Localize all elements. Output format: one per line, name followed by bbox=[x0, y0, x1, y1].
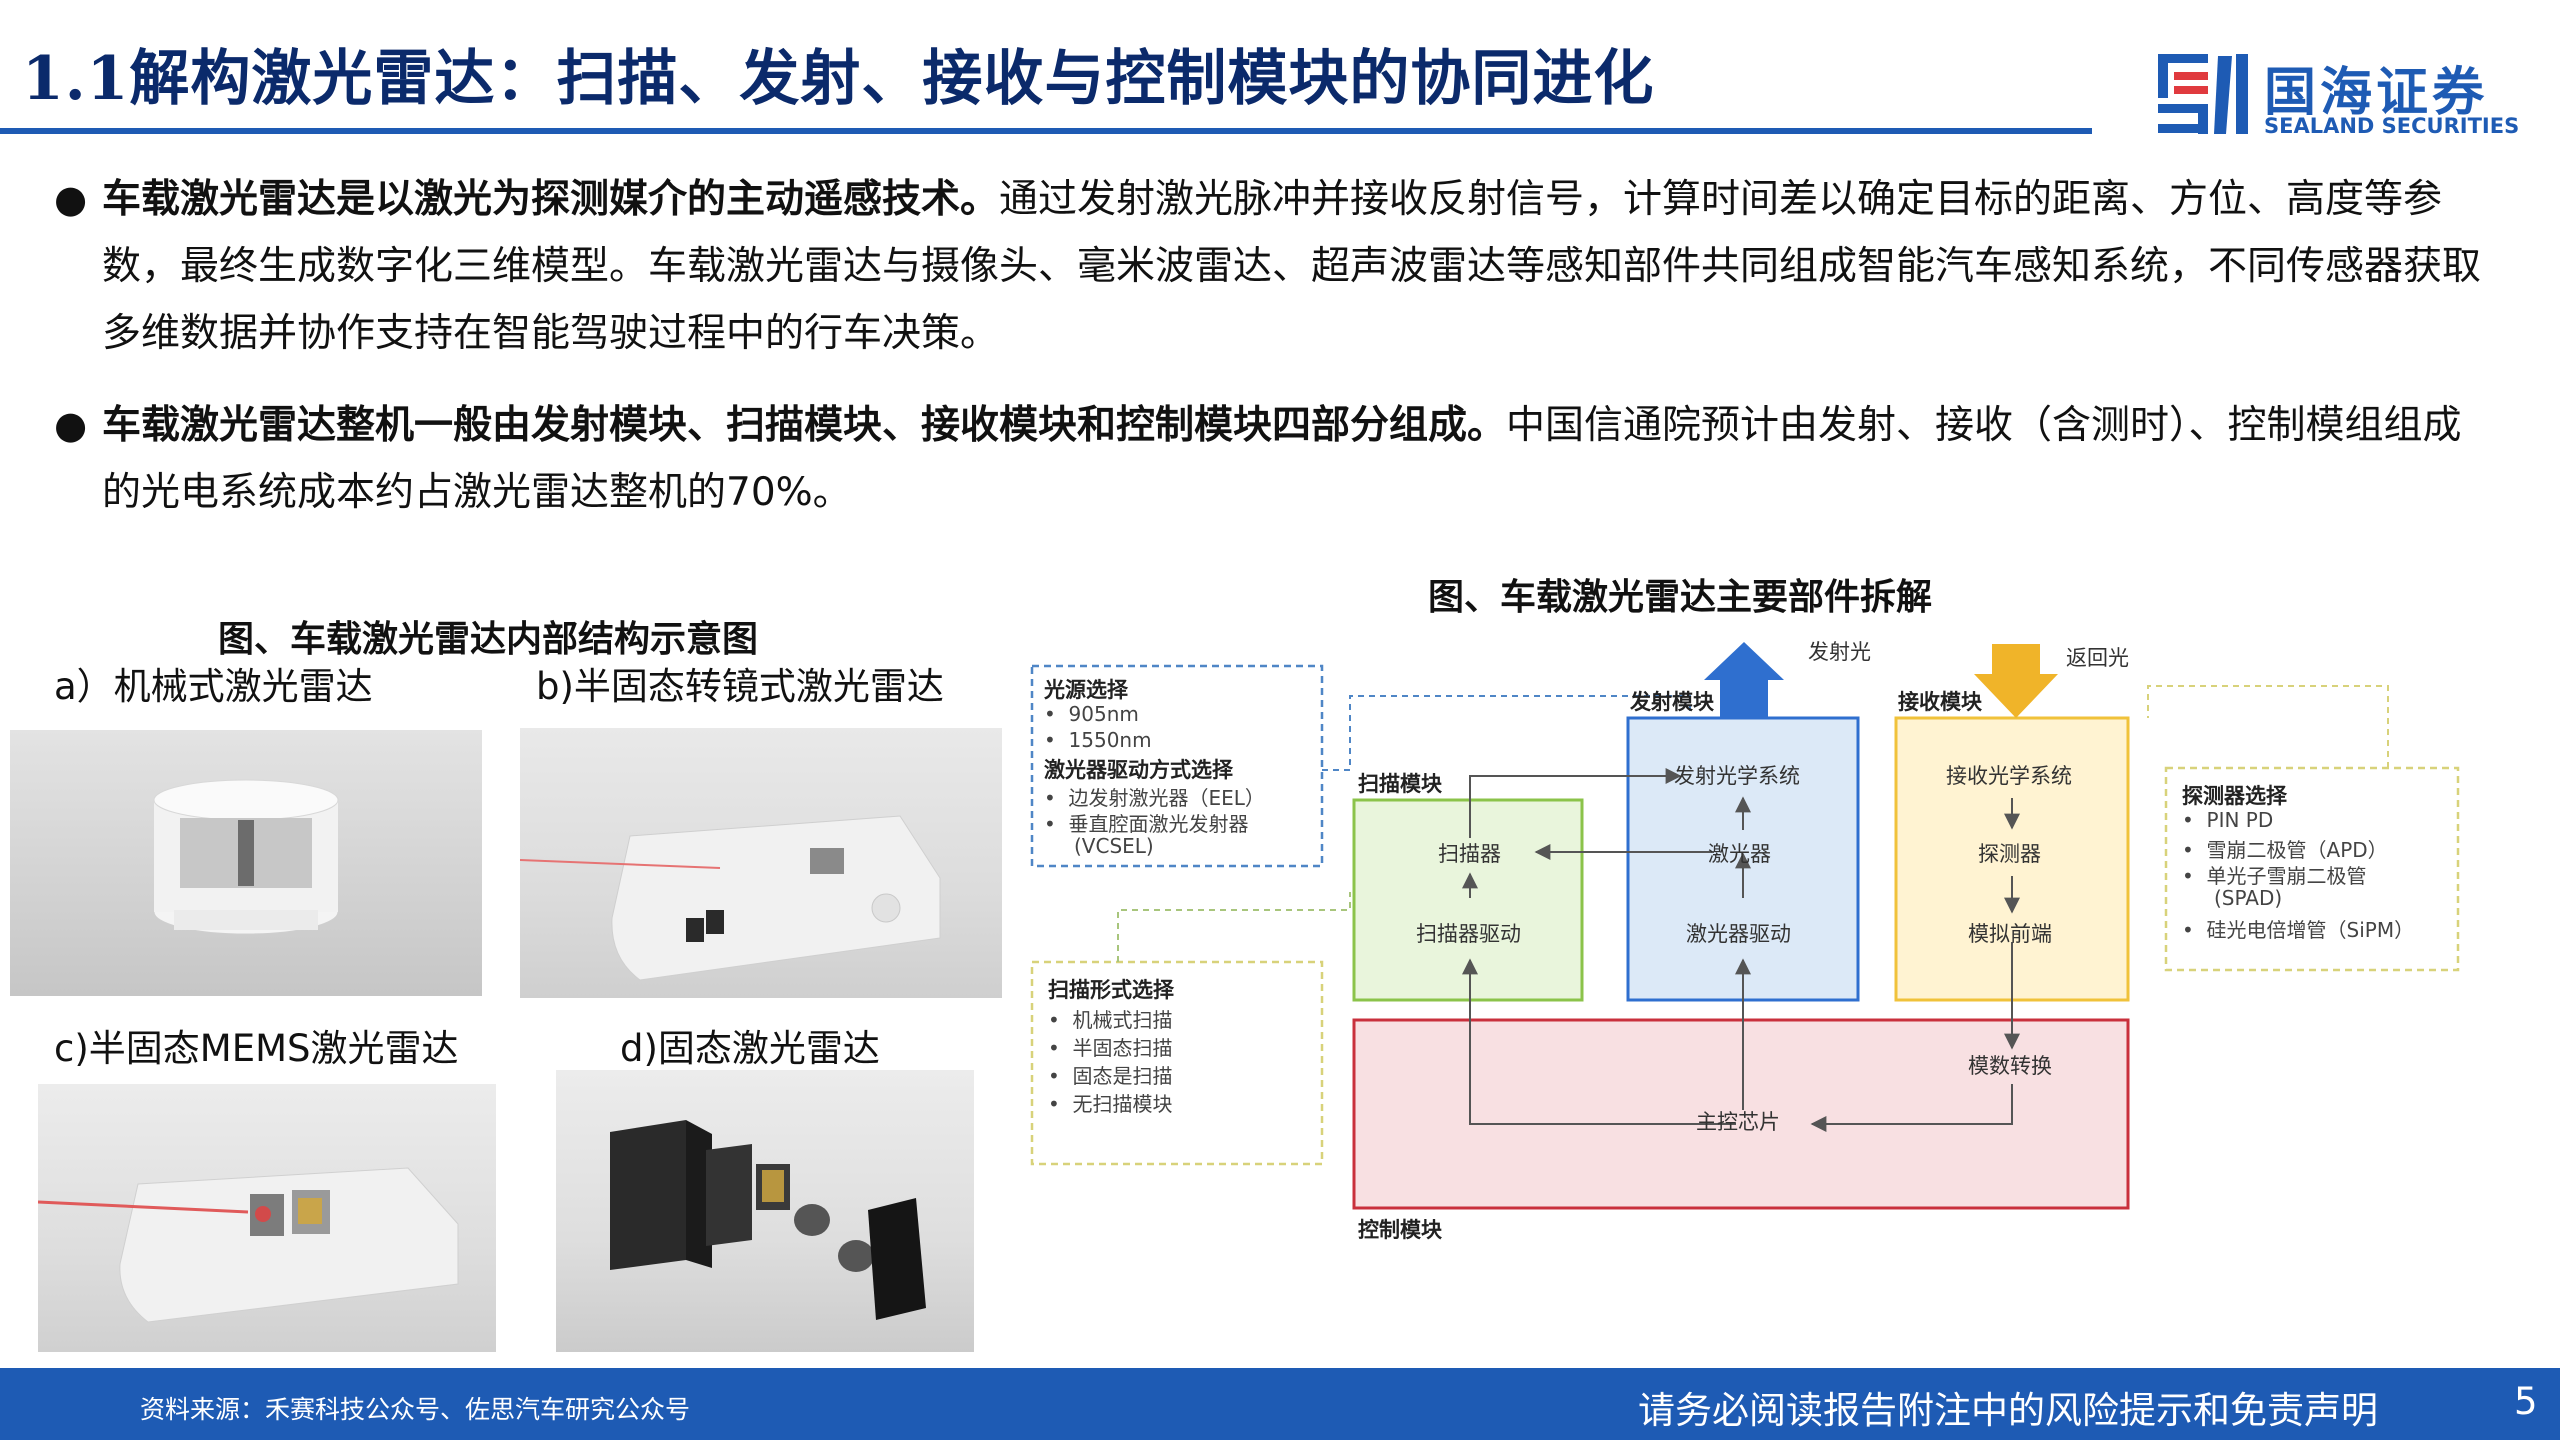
receive-module-label: 接收模块 bbox=[1898, 690, 1982, 714]
bullet-2-body: 中国信通院预计由发射、接收（含测时）、控制模组组成的光电系统成本约占激光雷达整机… bbox=[102, 403, 2462, 515]
caption-solid-state-lidar: d)固态激光雷达 bbox=[620, 1027, 880, 1070]
laser-drive-title: 激光器驱动方式选择 bbox=[1044, 758, 1233, 782]
laser-drive-item: • 边发射激光器（EEL） bbox=[1044, 786, 1265, 810]
laser-drive-item: • 垂直腔面激光发射器 bbox=[1044, 812, 1249, 836]
detector-choice-item: • 硅光电倍增管（SiPM） bbox=[2182, 918, 2415, 942]
node-main-chip: 主控芯片 bbox=[1696, 1110, 1780, 1134]
return-light-label: 返回光 bbox=[2066, 646, 2129, 670]
detector-choice-item: • 雪崩二极管（APD） bbox=[2182, 838, 2388, 862]
rotating-mirror-lidar-image bbox=[520, 728, 1002, 998]
logo-english-name: SEALAND SECURITIES bbox=[2264, 114, 2520, 138]
bullet-1-lead: 车载激光雷达是以激光为探测媒介的主动遥感技术。 bbox=[102, 177, 1000, 222]
bullet-2: ● 车载激光雷达整机一般由发射模块、扫描模块、接收模块和控制模块四部分组成。中国… bbox=[54, 392, 2494, 526]
right-figure-title: 图、车载激光雷达主要部件拆解 bbox=[1428, 577, 1933, 618]
source-note: 资料来源：禾赛科技公众号、佐思汽车研究公众号 bbox=[140, 1395, 691, 1424]
node-laser-driver: 激光器驱动 bbox=[1686, 922, 1791, 946]
bullet-2-lead: 车载激光雷达整机一般由发射模块、扫描模块、接收模块和控制模块四部分组成。 bbox=[102, 403, 1507, 448]
footer-bar: 资料来源：禾赛科技公众号、佐思汽车研究公众号 请务必阅读报告附注中的风险提示和免… bbox=[0, 1368, 2560, 1440]
caption-rotating-mirror-lidar: b)半固态转镜式激光雷达 bbox=[536, 665, 944, 708]
scan-form-item: • 固态是扫描 bbox=[1048, 1064, 1173, 1088]
node-detector: 探测器 bbox=[1978, 842, 2041, 866]
light-source-title: 光源选择 bbox=[1044, 678, 1128, 702]
logo-chinese-name: 国海证券 bbox=[2264, 63, 2489, 123]
scan-form-title: 扫描形式选择 bbox=[1048, 978, 1174, 1002]
emit-light-label: 发射光 bbox=[1808, 640, 1871, 664]
title-text: 解构激光雷达：扫描、发射、接收与控制模块的协同进化 bbox=[129, 44, 1655, 114]
scan-form-item: • 无扫描模块 bbox=[1048, 1092, 1173, 1116]
page-title: 1.1解构激光雷达：扫描、发射、接收与控制模块的协同进化 bbox=[22, 30, 1654, 117]
scan-form-item: • 半固态扫描 bbox=[1048, 1036, 1173, 1060]
title-underline bbox=[0, 128, 2092, 134]
node-scanner-driver: 扫描器驱动 bbox=[1416, 922, 1521, 946]
mechanical-lidar-image bbox=[10, 730, 482, 996]
detector-choice-item: • 单光子雪崩二极管 bbox=[2182, 864, 2367, 888]
left-figure-title: 图、车载激光雷达内部结构示意图 bbox=[218, 619, 759, 660]
light-source-item: • 905nm bbox=[1044, 702, 1139, 726]
emit-module-label: 发射模块 bbox=[1630, 690, 1714, 714]
detector-choice-title: 探测器选择 bbox=[2182, 784, 2287, 808]
control-module-label: 控制模块 bbox=[1358, 1218, 1442, 1242]
node-laser: 激光器 bbox=[1708, 842, 1771, 866]
bullet-dot-icon: ● bbox=[54, 403, 88, 447]
node-analog-frontend: 模拟前端 bbox=[1968, 922, 2052, 946]
detector-choice-item-cont: (SPAD) bbox=[2214, 886, 2283, 910]
node-adc: 模数转换 bbox=[1968, 1054, 2052, 1078]
scan-form-item: • 机械式扫描 bbox=[1048, 1008, 1173, 1032]
brand-logo: 国海证券 SEALAND SECURITIES bbox=[2152, 44, 2519, 144]
lidar-component-diagram: 光源选择 • 905nm • 1550nm 激光器驱动方式选择 • 边发射激光器… bbox=[1024, 630, 2464, 1250]
page-number: 5 bbox=[2514, 1380, 2538, 1423]
detector-choice-item: • PIN PD bbox=[2182, 808, 2274, 832]
laser-drive-item-cont: (VCSEL) bbox=[1074, 834, 1154, 858]
caption-mems-lidar: c)半固态MEMS激光雷达 bbox=[54, 1027, 459, 1070]
bullet-dot-icon: ● bbox=[54, 177, 88, 221]
mems-lidar-image bbox=[38, 1084, 496, 1352]
node-emit-optics: 发射光学系统 bbox=[1674, 764, 1800, 788]
bullet-1-body: 通过发射激光脉冲并接收反射信号，计算时间差以确定目标的距离、方位、高度等参数，最… bbox=[102, 177, 2482, 356]
title-number: 1.1 bbox=[22, 44, 130, 114]
bullet-1: ● 车载激光雷达是以激光为探测媒介的主动遥感技术。通过发射激光脉冲并接收反射信号… bbox=[54, 166, 2494, 367]
disclaimer: 请务必阅读报告附注中的风险提示和免责声明 bbox=[1638, 1389, 2378, 1432]
node-scanner: 扫描器 bbox=[1438, 842, 1501, 866]
sealand-logo-icon bbox=[2158, 54, 2248, 134]
solid-state-lidar-image bbox=[556, 1070, 974, 1352]
scan-module-label: 扫描模块 bbox=[1358, 772, 1442, 796]
light-source-item: • 1550nm bbox=[1044, 728, 1152, 752]
node-receive-optics: 接收光学系统 bbox=[1946, 764, 2072, 788]
caption-mechanical-lidar: a）机械式激光雷达 bbox=[54, 665, 373, 708]
